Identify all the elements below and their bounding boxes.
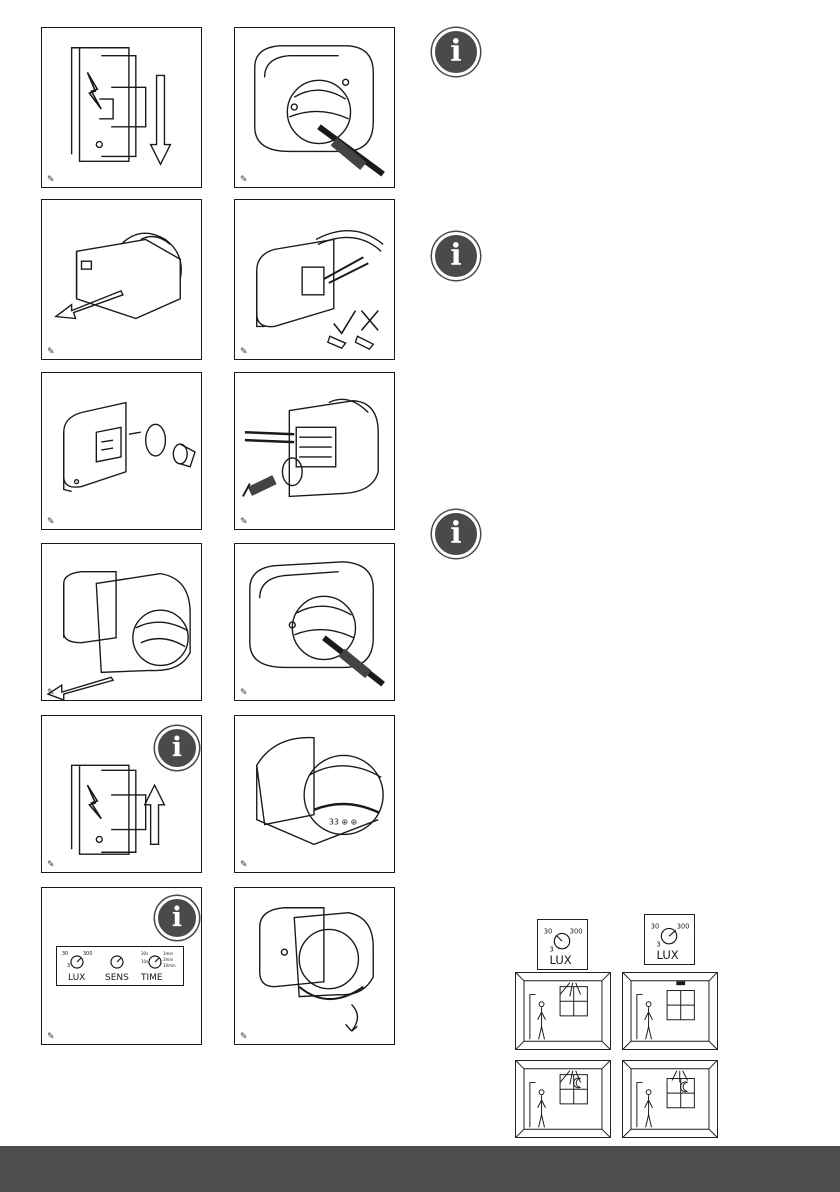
step-unscrew-panel: ✎ — [234, 27, 395, 188]
time-opt-10s: 10s — [141, 959, 148, 964]
step-controls-panel: i 30 300 3 LUX SENS TIME 30s 1min 3min 1… — [41, 887, 202, 1045]
page-corner-icon: ✎ — [240, 1032, 248, 1041]
page-corner-icon: ✎ — [47, 175, 55, 184]
time-opt-3min: 3min — [163, 957, 174, 962]
lux-left-label: LUX — [550, 953, 572, 967]
lux-dial-right-svg: 30 300 3 LUX — [645, 915, 694, 964]
page-corner-icon: ✎ — [47, 860, 55, 869]
page-corner-icon: ✎ — [240, 688, 248, 697]
lux-dial-left-svg: 30 300 3 LUX — [538, 920, 587, 969]
room-scene-day-light-off — [622, 972, 718, 1050]
lux-dial-box-left: 30 300 3 LUX — [537, 919, 588, 970]
step-power-off-panel: ✎ — [41, 27, 202, 188]
step-power-on-panel: i ✎ — [41, 715, 202, 873]
step-screw-close-panel: ✎ — [234, 543, 395, 701]
page-corner-icon: ✎ — [47, 688, 55, 697]
room-scene-night-light-off — [622, 1060, 718, 1138]
step-cable-gland-panel: ✎ — [41, 372, 202, 530]
terminal-connection-illustration — [235, 373, 394, 529]
power-switch-off-illustration — [42, 28, 201, 187]
lux-left-30: 30 — [544, 927, 553, 935]
time-opt-30s: 30s — [141, 951, 148, 956]
page-corner-icon: ✎ — [240, 347, 248, 356]
step-wiring-panel: ✎ — [234, 199, 395, 360]
lux-label: LUX — [68, 973, 85, 983]
moon-icon — [681, 1082, 688, 1092]
page-corner-icon: ✎ — [47, 347, 55, 356]
reattach-sensor-illustration — [42, 544, 201, 700]
sens-label: SENS — [105, 973, 129, 983]
wiring-connector-illustration — [235, 200, 394, 359]
page-corner-icon: ✎ — [240, 517, 248, 526]
lux-mid-label: 30 — [62, 951, 68, 957]
lux-right-30: 30 — [651, 922, 660, 930]
lux-right-label: LUX — [657, 948, 679, 962]
lux-dial-icon — [661, 928, 676, 943]
page-corner-icon: ✎ — [240, 175, 248, 184]
info-icon: i — [155, 726, 199, 770]
info-icon-2: i — [432, 232, 480, 280]
lux-right-300: 300 — [677, 922, 690, 930]
lux-high-label: 300 — [83, 951, 93, 957]
room-scene-night-light-on — [515, 1060, 611, 1138]
sensor-screw-close-illustration — [235, 544, 394, 700]
time-opt-1min: 1min — [163, 951, 174, 956]
room-day-light-off-svg — [623, 973, 717, 1049]
time-opt-10min: 10min — [163, 963, 176, 968]
footer-bar — [0, 1146, 840, 1192]
time-label: TIME — [140, 973, 163, 983]
step-terminal-panel: ✎ — [234, 372, 395, 530]
cable-gland-illustration — [42, 373, 201, 529]
svg-text:33 ⊕ ⊕: 33 ⊕ ⊕ — [329, 818, 357, 827]
room-scene-day-light-on — [515, 972, 611, 1050]
room-day-light-on-svg — [516, 973, 610, 1049]
lux-low-label: 3 — [67, 963, 70, 969]
info-icon: i — [155, 896, 199, 940]
page-corner-icon: ✎ — [240, 860, 248, 869]
lux-dial-box-right: 30 300 3 LUX — [644, 914, 695, 965]
lux-left-300: 300 — [570, 927, 583, 935]
info-icon-3: i — [432, 510, 480, 558]
page-corner-icon: ✎ — [47, 1032, 55, 1041]
info-icon-1: i — [432, 28, 480, 76]
room-night-light-off-svg — [623, 1061, 717, 1137]
step-rotate-panel: ✎ — [234, 887, 395, 1045]
control-dials-box: 30 300 3 LUX SENS TIME 30s 1min 3min 10m… — [56, 946, 184, 986]
remove-base-illustration — [42, 200, 201, 359]
page-corner-icon: ✎ — [47, 517, 55, 526]
sensor-head-illustration: 33 ⊕ ⊕ — [235, 716, 394, 872]
room-night-light-on-svg — [516, 1061, 610, 1137]
sensor-rotate-illustration — [235, 888, 394, 1044]
control-dials-svg: 30 300 3 LUX SENS TIME 30s 1min 3min 10m… — [57, 947, 183, 985]
step-reattach-panel: ✎ — [41, 543, 202, 701]
sensor-unscrew-illustration — [235, 28, 394, 187]
step-remove-base-panel: ✎ — [41, 199, 202, 360]
step-adjust-head-panel: 33 ⊕ ⊕ ✎ — [234, 715, 395, 873]
